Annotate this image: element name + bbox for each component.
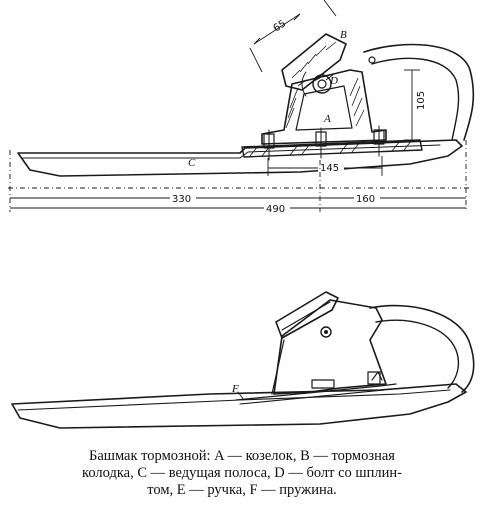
label-a: A	[323, 113, 331, 125]
label-b: B	[340, 29, 347, 41]
base-hatch	[249, 139, 413, 157]
dim-330-text: 330	[172, 194, 191, 205]
trestle-body	[261, 69, 387, 145]
dim-160-text: 160	[356, 194, 375, 205]
handle-side-outer	[369, 304, 475, 393]
handle-side-inner	[375, 319, 460, 389]
bolt-side-inner	[324, 330, 328, 334]
bolt-d-arc	[301, 71, 307, 97]
sole-inner	[17, 389, 451, 411]
brake-block	[281, 33, 347, 91]
exterior-view: F	[11, 291, 475, 429]
trestle-side-front	[271, 339, 285, 395]
dim-105-text: 105	[416, 91, 427, 110]
label-d: D	[329, 75, 338, 87]
runner-plate-top	[17, 139, 463, 177]
dim-490: 490	[10, 202, 466, 215]
brake-block-side	[275, 291, 339, 339]
bolt-d-outer	[312, 74, 332, 94]
bolt-d-inner	[317, 79, 327, 89]
dim-160: 160	[320, 192, 466, 205]
label-c: C	[188, 157, 196, 169]
spring-2	[239, 389, 385, 405]
dim-105: 105	[404, 69, 427, 141]
brake-block-hatch	[291, 41, 337, 79]
spring	[235, 383, 397, 401]
trestle-hatch	[285, 73, 365, 129]
dim-330: 330	[10, 192, 320, 205]
handle-inner	[371, 57, 460, 141]
dim-490-text: 490	[266, 204, 285, 215]
brake-block-side-2	[281, 301, 331, 331]
sole-top	[11, 383, 467, 429]
label-f-leader	[237, 391, 245, 401]
trestle-inner	[295, 85, 353, 131]
figure-caption: Башмак тормозной: A — козелок, B — тормо…	[8, 448, 476, 499]
handle-pin	[368, 56, 376, 64]
dim-65-text: 65	[272, 18, 289, 34]
caption-line-1: Башмак тормозной: A — козелок, B — тормо…	[89, 448, 395, 464]
dim-145: 145	[267, 156, 383, 176]
lower-fitting-3	[371, 371, 383, 381]
handle-outer	[363, 43, 475, 141]
caption-line-2: колодка, C — ведущая полоса, D — болт со…	[82, 465, 402, 481]
sectional-view: 65 105 145 330 160	[8, 0, 475, 215]
dim-145-text: 145	[320, 163, 339, 174]
label-f: F	[231, 383, 239, 395]
trestle-side	[273, 299, 387, 395]
caption-line-3: том, E — ручка, F — пружина.	[147, 482, 337, 498]
bolt-side-outer	[320, 326, 332, 338]
lower-fitting-2	[367, 371, 381, 385]
base-plate	[241, 139, 423, 158]
lower-fitting	[311, 379, 335, 389]
